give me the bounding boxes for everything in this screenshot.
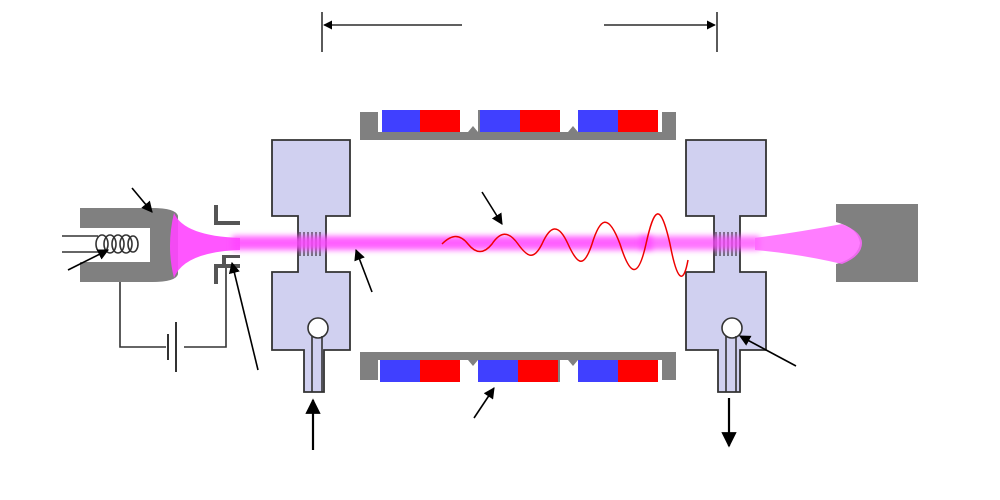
dimension-bracket (321, 12, 718, 52)
undulator-magnet-icon (618, 360, 658, 382)
undulator-magnet-icon (420, 360, 460, 382)
output-coupler-icon (721, 317, 743, 392)
beam-exit-cone (755, 224, 862, 264)
beam-emission-cone (170, 213, 240, 278)
undulator-magnet-icon (618, 110, 658, 132)
gun-housing-cap (150, 208, 178, 282)
pointer-gun-housing (131, 187, 153, 213)
pointer-beam (354, 248, 373, 293)
undulator-magnet-icon (518, 360, 558, 382)
undulator-magnet-icon (578, 360, 618, 382)
anode-electrode (214, 205, 240, 284)
resonator-cavity-icon (271, 139, 351, 393)
pointer-filament (67, 249, 110, 271)
undulator-magnet-icon (420, 110, 460, 132)
electron-gun-icon (62, 208, 178, 282)
input-coupler-icon (307, 317, 329, 392)
undulator-bottom-row (360, 352, 676, 382)
battery-icon (167, 322, 177, 372)
beam-core-2 (640, 236, 760, 250)
bias-circuit (119, 268, 227, 348)
pointer-output-coupler (739, 335, 797, 367)
undulator-magnet-icon (578, 110, 618, 132)
pointer-magnet (473, 387, 495, 419)
resonator-cavity-icon (685, 139, 767, 393)
pointer-wave (481, 191, 503, 225)
undulator-magnet-icon (478, 360, 518, 382)
undulator-magnet-icon (480, 110, 520, 132)
em-wave-icon (441, 213, 689, 277)
undulator-magnet-icon (380, 360, 420, 382)
beam-dump-icon (836, 204, 918, 282)
undulator-top-row (360, 110, 676, 140)
annotation-arrows (67, 187, 797, 450)
electron-beam (170, 213, 862, 278)
filament-coil-icon (95, 234, 139, 254)
undulator-magnet-icon (520, 110, 560, 132)
undulator-magnet-icon (382, 110, 420, 132)
pointer-anode (228, 261, 259, 371)
